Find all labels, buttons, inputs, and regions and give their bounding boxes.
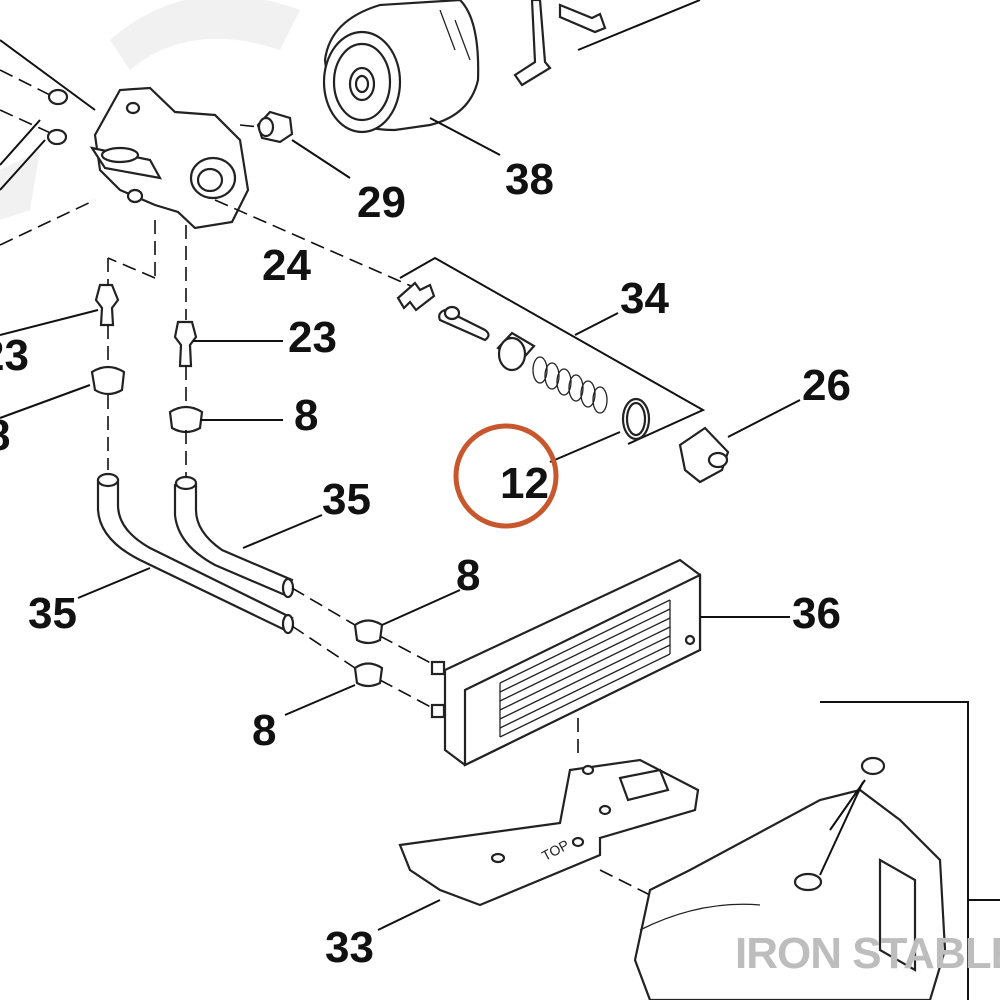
cooler-clamps: [284, 587, 461, 716]
callout-8-cooler-top: 8: [456, 551, 480, 600]
bypass-valve-assembly-34: [396, 256, 706, 445]
callout-24: 24: [262, 241, 311, 290]
callout-34: 34: [620, 274, 669, 323]
callout-23-right: 23: [288, 313, 337, 362]
callout-36: 36: [792, 589, 841, 638]
oil-hoses-35: [77, 472, 323, 635]
callout-33: 33: [325, 923, 374, 972]
callout-8-cooler-bottom: 8: [252, 706, 276, 755]
bolt-and-bracket: [513, 0, 701, 87]
callout-8-upper: 8: [294, 391, 318, 440]
callout-23-left: 23: [0, 331, 29, 380]
upper-left-fasteners: [0, 39, 96, 246]
leader-line-12: [549, 431, 621, 463]
mounting-bracket-33: TOP: [377, 758, 700, 931]
callout-35-right: 35: [322, 475, 371, 524]
callout-29: 29: [357, 178, 406, 227]
background-watermark-shape: [110, 0, 300, 70]
highlight-circle: [453, 423, 559, 529]
oil-filter-38: [322, 0, 501, 156]
callout-35-left: 35: [28, 589, 77, 638]
callout-26: 26: [802, 361, 851, 410]
callout-12: 12: [500, 459, 549, 508]
oil-filter-adapter-24: [89, 86, 421, 320]
watermark-text: IRON STABLE: [735, 929, 1000, 978]
plug-26: [678, 399, 801, 484]
callout-38: 38: [505, 155, 554, 204]
oil-cooler-36: [430, 558, 790, 767]
lower-cover: [633, 701, 1000, 1000]
background-watermark-shape: [0, 150, 40, 220]
callout-8-left: 8: [0, 411, 10, 460]
left-fittings: [0, 258, 283, 478]
fitting-29: [239, 110, 351, 179]
